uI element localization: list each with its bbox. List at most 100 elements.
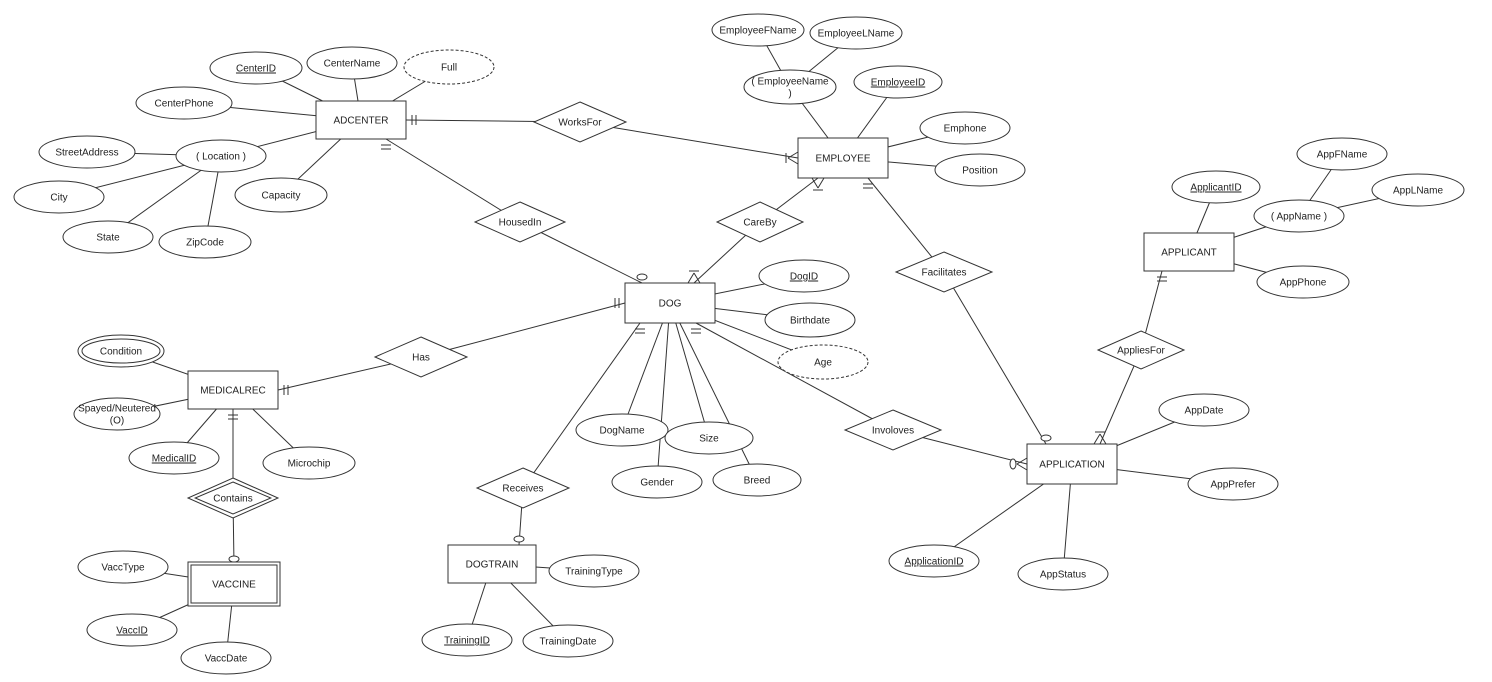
attribute-label: ( AppName ) xyxy=(1271,212,1327,223)
attribute-label: Position xyxy=(962,166,998,177)
attribute-emphone[interactable]: Emphone xyxy=(919,111,1011,145)
relationship-has[interactable]: Has xyxy=(373,336,469,378)
attribute-centerid[interactable]: CenterID xyxy=(209,51,303,85)
attribute-label: ( Location ) xyxy=(196,152,246,163)
cardinality-one-or-many xyxy=(1093,431,1107,445)
attribute-vaccdate[interactable]: VaccDate xyxy=(180,641,272,675)
attribute-label: StreetAddress xyxy=(55,148,118,159)
relationship-appliesfor[interactable]: AppliesFor xyxy=(1096,330,1186,370)
relationship-connector xyxy=(522,322,641,489)
entity-dog[interactable]: DOG xyxy=(624,282,716,324)
attribute-employeelname[interactable]: EmployeeLName xyxy=(809,16,903,50)
attribute-label: Capacity xyxy=(262,191,301,202)
relationship-housedin[interactable]: HousedIn xyxy=(473,201,567,243)
entity-label: APPLICATION xyxy=(1039,460,1104,471)
relationship-involoves[interactable]: Involoves xyxy=(843,409,943,451)
entity-employee[interactable]: EMPLOYEE xyxy=(797,137,889,179)
cardinality-zero-or-many xyxy=(1009,457,1028,471)
attribute-applicantid[interactable]: ApplicantID xyxy=(1171,170,1261,204)
attribute-employeeid[interactable]: EmployeeID xyxy=(853,65,943,99)
attribute-applname[interactable]: AppLName xyxy=(1371,173,1465,207)
attribute-age[interactable]: Age xyxy=(777,344,869,380)
attribute-label: ( EmployeeName xyxy=(751,77,829,88)
cardinality-one-and-only-one xyxy=(614,298,620,308)
attribute-employeename[interactable]: ( EmployeeName) xyxy=(743,69,837,105)
cardinality-zero-or-one xyxy=(1040,434,1052,442)
attribute-appphone[interactable]: AppPhone xyxy=(1256,265,1350,299)
relationship-careby[interactable]: CareBy xyxy=(715,201,805,243)
attribute-zipcode[interactable]: ZipCode xyxy=(158,225,252,259)
attribute-label: TrainingType xyxy=(565,567,623,578)
attribute-connector xyxy=(621,302,671,431)
cardinality-one-and-only-one xyxy=(228,414,238,420)
attribute-label: Birthdate xyxy=(790,316,830,327)
attribute-appname[interactable]: ( AppName ) xyxy=(1253,199,1345,233)
attribute-trainingid[interactable]: TrainingID xyxy=(421,623,513,657)
entity-application[interactable]: APPLICATION xyxy=(1026,443,1118,485)
attribute-label: EmployeeID xyxy=(871,78,925,89)
attribute-label: ApplicationID xyxy=(905,557,964,568)
attribute-label: MedicalID xyxy=(152,454,196,465)
attribute-gender[interactable]: Gender xyxy=(611,465,703,499)
attribute-appstatus[interactable]: AppStatus xyxy=(1017,557,1109,591)
cardinality-one-and-only-one xyxy=(635,328,645,334)
attribute-capacity[interactable]: Capacity xyxy=(234,177,328,213)
attribute-appprefer[interactable]: AppPrefer xyxy=(1187,467,1279,501)
attribute-trainingdate[interactable]: TrainingDate xyxy=(522,624,614,658)
attribute-city[interactable]: City xyxy=(13,180,105,214)
attribute-size[interactable]: Size xyxy=(664,421,754,455)
relationship-connector xyxy=(943,271,1047,445)
attribute-centerphone[interactable]: CenterPhone xyxy=(135,86,233,120)
relationship-worksfor[interactable]: WorksFor xyxy=(532,101,628,143)
attribute-state[interactable]: State xyxy=(62,220,154,254)
attribute-dogname[interactable]: DogName xyxy=(575,413,669,447)
attribute-appfname[interactable]: AppFName xyxy=(1296,137,1388,171)
attribute-vaccid[interactable]: VaccID xyxy=(86,613,178,647)
attribute-appdate[interactable]: AppDate xyxy=(1158,393,1250,427)
attribute-centername[interactable]: CenterName xyxy=(306,46,398,80)
relationship-label: AppliesFor xyxy=(1117,346,1165,357)
attribute-position[interactable]: Position xyxy=(934,153,1026,187)
attribute-streetaddress[interactable]: StreetAddress xyxy=(38,135,136,169)
attribute-full[interactable]: Full xyxy=(403,49,495,85)
relationship-connector xyxy=(579,121,799,159)
relationship-label: Facilitates xyxy=(921,268,966,279)
attribute-trainingtype[interactable]: TrainingType xyxy=(548,554,640,588)
attribute-label: AppDate xyxy=(1185,406,1224,417)
entity-dogtrain[interactable]: DOGTRAIN xyxy=(447,544,537,584)
entity-applicant[interactable]: APPLICANT xyxy=(1143,232,1235,272)
attribute-birthdate[interactable]: Birthdate xyxy=(764,302,856,338)
attribute-connector xyxy=(669,302,758,481)
attribute-microchip[interactable]: Microchip xyxy=(262,446,356,480)
attribute-condition[interactable]: Condition xyxy=(77,334,165,368)
relationship-connector xyxy=(867,177,945,273)
attribute-label: CenterID xyxy=(236,64,276,75)
attribute-label: Size xyxy=(699,434,719,445)
relationship-label: WorksFor xyxy=(558,118,602,129)
relationship-label: Involoves xyxy=(872,426,914,437)
attribute-dogid[interactable]: DogID xyxy=(758,259,850,293)
cardinality-zero-or-one xyxy=(228,555,240,563)
relationship-contains[interactable]: Contains xyxy=(186,477,280,519)
attribute-label: Emphone xyxy=(944,124,987,135)
attribute-label: AppPhone xyxy=(1280,278,1327,289)
relationship-receives[interactable]: Receives xyxy=(475,467,571,509)
relationship-facilitates[interactable]: Facilitates xyxy=(894,251,994,293)
entity-medicalrec[interactable]: MEDICALREC xyxy=(187,370,279,410)
attribute-label: Gender xyxy=(640,478,674,489)
attribute-location[interactable]: ( Location ) xyxy=(175,139,267,173)
attribute-label: TrainingDate xyxy=(540,637,597,648)
attribute-spayed[interactable]: Spayed/Neutered(O) xyxy=(73,397,161,431)
entity-adcenter[interactable]: ADCENTER xyxy=(315,100,407,140)
attribute-label: Breed xyxy=(744,476,771,487)
attribute-breed[interactable]: Breed xyxy=(712,463,802,497)
entity-label: ADCENTER xyxy=(333,116,388,127)
cardinality-one-and-only-one xyxy=(863,183,873,189)
entity-vaccine[interactable]: VACCINE xyxy=(187,561,281,607)
attribute-medicalid[interactable]: MedicalID xyxy=(128,441,220,475)
attribute-applicationid[interactable]: ApplicationID xyxy=(888,544,980,578)
attribute-employeefname[interactable]: EmployeeFName xyxy=(711,13,805,47)
attribute-label: ZipCode xyxy=(186,238,224,249)
attribute-label: AppStatus xyxy=(1040,570,1086,581)
attribute-vacctype[interactable]: VaccType xyxy=(77,550,169,584)
